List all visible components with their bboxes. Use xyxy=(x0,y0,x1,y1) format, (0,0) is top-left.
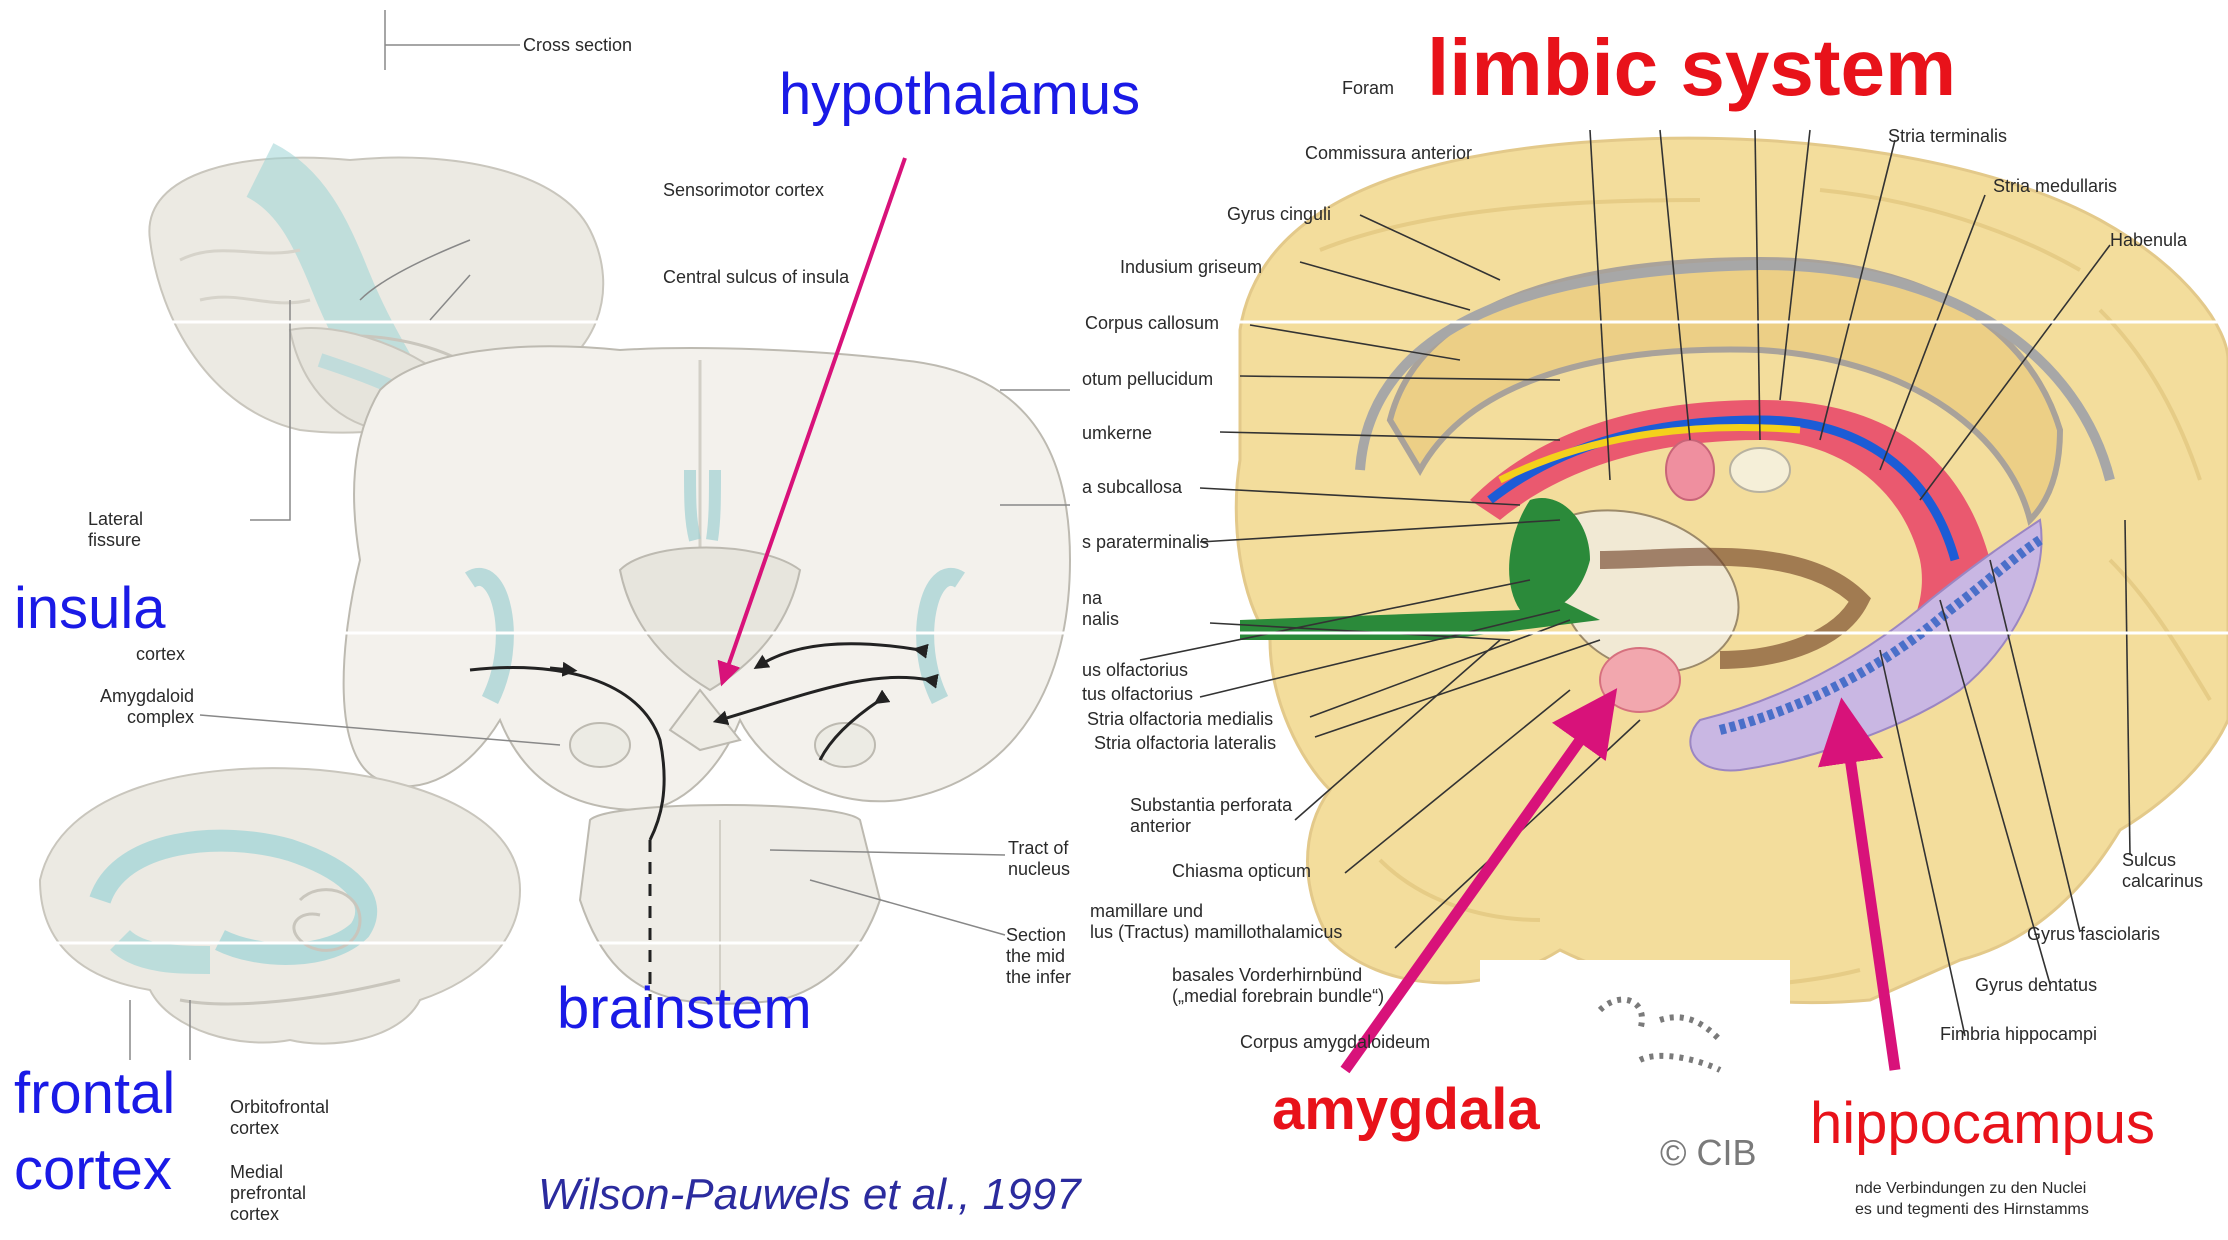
label-stria-olfactoria-medialis: Stria olfactoria medialis xyxy=(1087,709,1273,730)
label-substantia-perforata: Substantia perforata anterior xyxy=(1130,795,1292,837)
hippocampus-label: hippocampus xyxy=(1810,1090,2155,1157)
medial-prefrontal-cortex-label: Medial prefrontal cortex xyxy=(230,1162,306,1225)
label-tractus-olfactorius: tus olfactorius xyxy=(1082,684,1193,705)
insula-label: insula xyxy=(14,578,166,640)
lateral-fissure-label: Lateral fissure xyxy=(88,509,143,551)
sensorimotor-cortex-label: Sensorimotor cortex xyxy=(663,180,824,201)
label-area-subcallosa: a subcallosa xyxy=(1082,477,1182,498)
label-corpus-amygdaloideum: Corpus amygdaloideum xyxy=(1240,1032,1430,1053)
citation: Wilson-Pauwels et al., 1997 xyxy=(538,1170,1081,1220)
label-stria-terminalis-left: na nalis xyxy=(1082,588,1119,630)
label-stria-terminalis: Stria terminalis xyxy=(1888,126,2007,147)
label-commissura-anterior: Commissura anterior xyxy=(1305,143,1472,164)
hypothalamus-label: hypothalamus xyxy=(779,64,1140,126)
label-gyrus-fasciolaris: Gyrus fasciolaris xyxy=(2027,924,2160,945)
insular-cortex-label: cortex xyxy=(136,644,185,665)
amygdaloid-complex-label: Amygdaloid complex xyxy=(60,686,194,728)
cross-section-label: Cross section xyxy=(523,35,632,56)
label-stria-olfactoria-lateralis: Stria olfactoria lateralis xyxy=(1094,733,1276,754)
label-gyrus-paraterminalis: s paraterminalis xyxy=(1082,532,1209,553)
label-fimbria-hippocampi: Fimbria hippocampi xyxy=(1940,1024,2097,1045)
label-medial-forebrain-bundle: basales Vorderhirnbünd („medial forebrai… xyxy=(1172,965,1384,1007)
label-septum-pellucidum: otum pellucidum xyxy=(1082,369,1213,390)
label-septumkerne: umkerne xyxy=(1082,423,1152,444)
label-indusium-griseum: Indusium griseum xyxy=(1120,257,1262,278)
label-habenula: Habenula xyxy=(2110,230,2187,251)
german-caption: nde Verbindungen zu den Nuclei es und te… xyxy=(1855,1178,2089,1220)
amygdala-label: amygdala xyxy=(1272,1076,1540,1143)
label-gyrus-dentatus: Gyrus dentatus xyxy=(1975,975,2097,996)
label-sulcus-calcarinus: Sulcus calcarinus xyxy=(2122,850,2203,892)
main-title: limbic system xyxy=(1427,24,1956,112)
orbitofrontal-cortex-label: Orbitofrontal cortex xyxy=(230,1097,329,1139)
frontal-cortex-label: frontal cortex xyxy=(14,1056,175,1208)
label-stria-medullaris: Stria medullaris xyxy=(1993,176,2117,197)
brainstem-label: brainstem xyxy=(557,978,812,1040)
label-corpus-callosum: Corpus callosum xyxy=(1085,313,1219,334)
label-chiasma-opticum: Chiasma opticum xyxy=(1172,861,1311,882)
label-bulbus-olfactorius: us olfactorius xyxy=(1082,660,1188,681)
left-brain-illustration xyxy=(40,10,1070,1060)
section-midline-label: Section the mid the infer xyxy=(1006,925,1071,988)
copyright-stamp: © CIB xyxy=(1660,1132,1757,1174)
label-foramen: Foram xyxy=(1342,78,1394,99)
label-mamillothalamicus: mamillare und lus (Tractus) mamillothala… xyxy=(1090,901,1342,943)
tract-of-nucleus-label: Tract of nucleus xyxy=(1008,838,1070,880)
label-gyrus-cinguli: Gyrus cinguli xyxy=(1227,204,1331,225)
central-sulcus-label: Central sulcus of insula xyxy=(663,267,849,288)
